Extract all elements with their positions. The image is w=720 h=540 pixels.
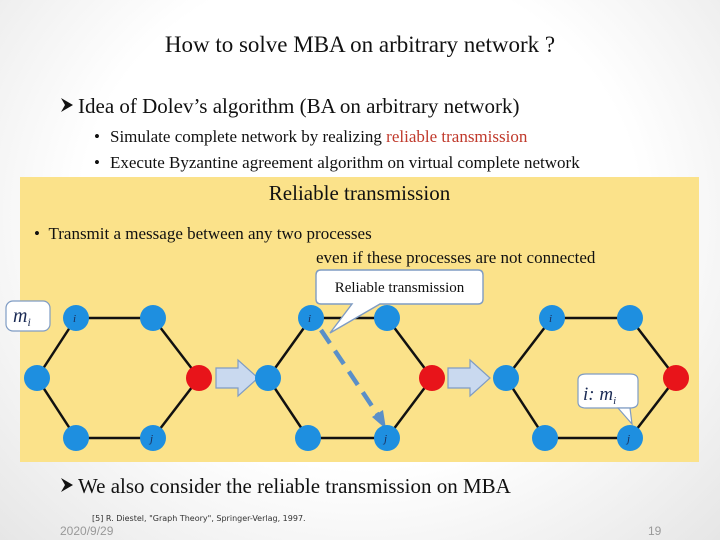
sub-bullet-2-text: Execute Byzantine agreement algorithm on… <box>110 153 580 172</box>
block-arrow-1-icon <box>215 358 259 398</box>
callout-text: Reliable transmission <box>334 280 465 296</box>
node-j-label-hex1: j <box>148 433 153 445</box>
box-bullet-1: • Transmit a message between any two pro… <box>34 224 372 244</box>
bullet-dot-icon: • <box>34 224 40 243</box>
received-message-label: i: mi <box>583 384 616 407</box>
message-mi-box: mi <box>5 300 51 332</box>
hexagon-2-edges <box>266 316 433 440</box>
bottom-bullet-text: We also consider the reliable transmissi… <box>78 474 511 498</box>
page-number: 19 <box>648 524 662 538</box>
main-bullet-text: Idea of Dolev’s algorithm (BA on arbitra… <box>78 94 520 118</box>
node-hex1-bottom-left <box>63 425 89 451</box>
message-mi-label: mi <box>13 305 31 329</box>
reliable-transmission-callout <box>315 269 484 334</box>
node-i-label-hex3: i <box>549 313 552 325</box>
dashed-transmission-arrow <box>319 328 386 429</box>
node-hex2-top-right <box>374 305 400 331</box>
received-message-box: i: mi <box>577 373 639 426</box>
box-bullet-1-text: Transmit a message between any two proce… <box>48 224 372 243</box>
node-hex3-top-right <box>617 305 643 331</box>
sub-bullet-2: • Execute Byzantine agreement algorithm … <box>94 153 580 173</box>
hexagon-1-edges <box>35 316 200 440</box>
bullet-dot-icon: • <box>94 127 100 146</box>
node-j-label-hex3: j <box>625 433 630 445</box>
node-hex3-byzantine <box>663 365 689 391</box>
node-j-hex1 <box>140 425 166 451</box>
node-i-hex1 <box>63 305 89 331</box>
arrow-bullet-icon <box>60 474 74 499</box>
sub-bullet-1: • Simulate complete network by realizing… <box>94 127 528 147</box>
main-bullet: Idea of Dolev’s algorithm (BA on arbitra… <box>60 94 519 119</box>
node-hex3-bottom-left <box>532 425 558 451</box>
reliable-transmission-box <box>20 177 699 462</box>
node-hex1-left <box>24 365 50 391</box>
node-hex1-top-right <box>140 305 166 331</box>
node-j-hex3 <box>617 425 643 451</box>
bullet-dot-icon: • <box>94 153 100 172</box>
bottom-bullet: We also consider the reliable transmissi… <box>60 474 511 499</box>
node-i-hex3 <box>539 305 565 331</box>
node-hex1-byzantine <box>186 365 212 391</box>
node-hex3-left <box>493 365 519 391</box>
node-j-label-hex2: j <box>382 433 387 445</box>
node-hex2-byzantine <box>419 365 445 391</box>
node-hex2-bottom-left <box>295 425 321 451</box>
arrow-bullet-icon <box>60 94 74 119</box>
reference-footnote: [5] R. Diestel, "Graph Theory", Springer… <box>92 514 306 523</box>
node-i-label-hex2: i <box>308 313 311 325</box>
sub-bullet-1-highlight: reliable transmission <box>386 127 528 146</box>
sub-bullet-1-text: Simulate complete network by realizing <box>110 127 387 146</box>
box-title: Reliable transmission <box>268 181 451 205</box>
block-arrow-2-icon <box>447 358 491 398</box>
node-j-hex2 <box>374 425 400 451</box>
node-hex2-left <box>255 365 281 391</box>
slide-title: How to solve MBA on arbitrary network ? <box>164 32 556 57</box>
node-i-hex2 <box>298 305 324 331</box>
box-bullet-2-text: even if these processes are not connecte… <box>316 248 596 267</box>
node-i-label-hex1: i <box>73 313 76 325</box>
slide-date: 2020/9/29 <box>60 524 114 538</box>
